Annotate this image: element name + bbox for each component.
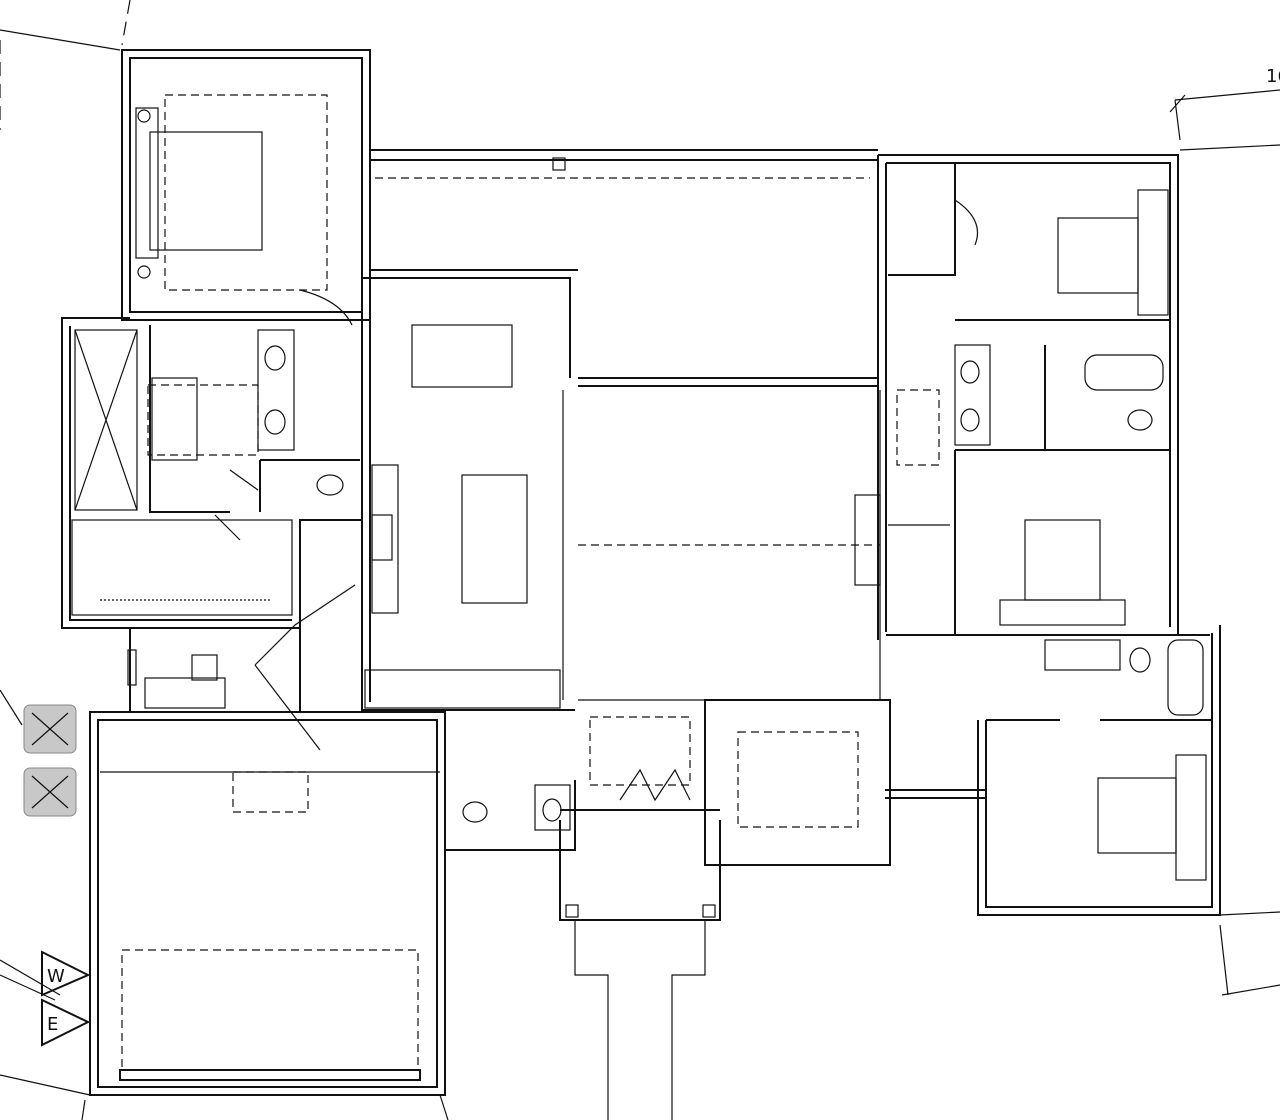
- hvac-unit-icon: [23, 704, 77, 817]
- meter-icon: [0, 950, 91, 1047]
- hall-bath: [896, 344, 1170, 466]
- bed-icon: [1097, 777, 1177, 854]
- meter-e-label: E: [47, 1014, 58, 1035]
- bedroom-3: [886, 450, 1210, 636]
- entry: [559, 716, 721, 1120]
- meter-w-label: W: [47, 966, 65, 987]
- tub-icon: [1167, 639, 1204, 716]
- kitchen-dining: [361, 269, 578, 711]
- sink-icon: [264, 345, 286, 371]
- sink-icon: [960, 360, 980, 384]
- rear-porch: [370, 149, 878, 387]
- closet: [71, 519, 293, 616]
- bed-icon: [1024, 519, 1101, 601]
- laundry: [127, 584, 356, 751]
- toilet-icon: [1127, 409, 1153, 431]
- master-bath: [61, 317, 362, 629]
- tub-icon: [151, 377, 198, 461]
- sink-icon: [542, 798, 562, 822]
- powder-room: [444, 712, 576, 851]
- sink-icon: [264, 409, 286, 435]
- shower-icon: [74, 329, 138, 511]
- master-bedroom: [121, 49, 371, 326]
- kitchen-island-icon: [461, 474, 528, 604]
- corner-note: 16: [1266, 66, 1280, 87]
- bed-icon: [149, 131, 263, 251]
- tub-icon: [1084, 354, 1164, 391]
- bed-icon: [1057, 217, 1139, 294]
- toilet-icon: [462, 801, 488, 823]
- great-room: [578, 390, 881, 701]
- toilet-icon: [1129, 647, 1151, 673]
- sink-icon: [960, 408, 980, 432]
- dining-table-icon: [411, 324, 513, 388]
- garage: [89, 711, 446, 1096]
- study: [704, 699, 891, 866]
- toilet-icon: [316, 474, 344, 496]
- bedroom-4: [885, 625, 1221, 916]
